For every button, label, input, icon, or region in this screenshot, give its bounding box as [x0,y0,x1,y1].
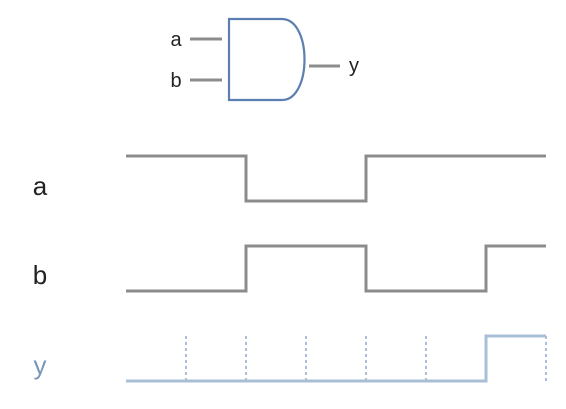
output-y-label: y [349,55,359,77]
input-b-label: b [170,70,181,92]
waveforms [126,154,546,383]
signal-b-label: b [33,260,47,290]
signal-a-label: a [33,171,48,201]
time-guides [185,336,547,381]
waveform-y [126,334,546,383]
signal-y-label: y [34,350,47,380]
and-gate-symbol: a b y [170,17,359,102]
waveform-b [126,244,546,293]
waveform-a [126,154,546,203]
and-gate-body [227,17,306,102]
input-a-label: a [170,29,182,51]
